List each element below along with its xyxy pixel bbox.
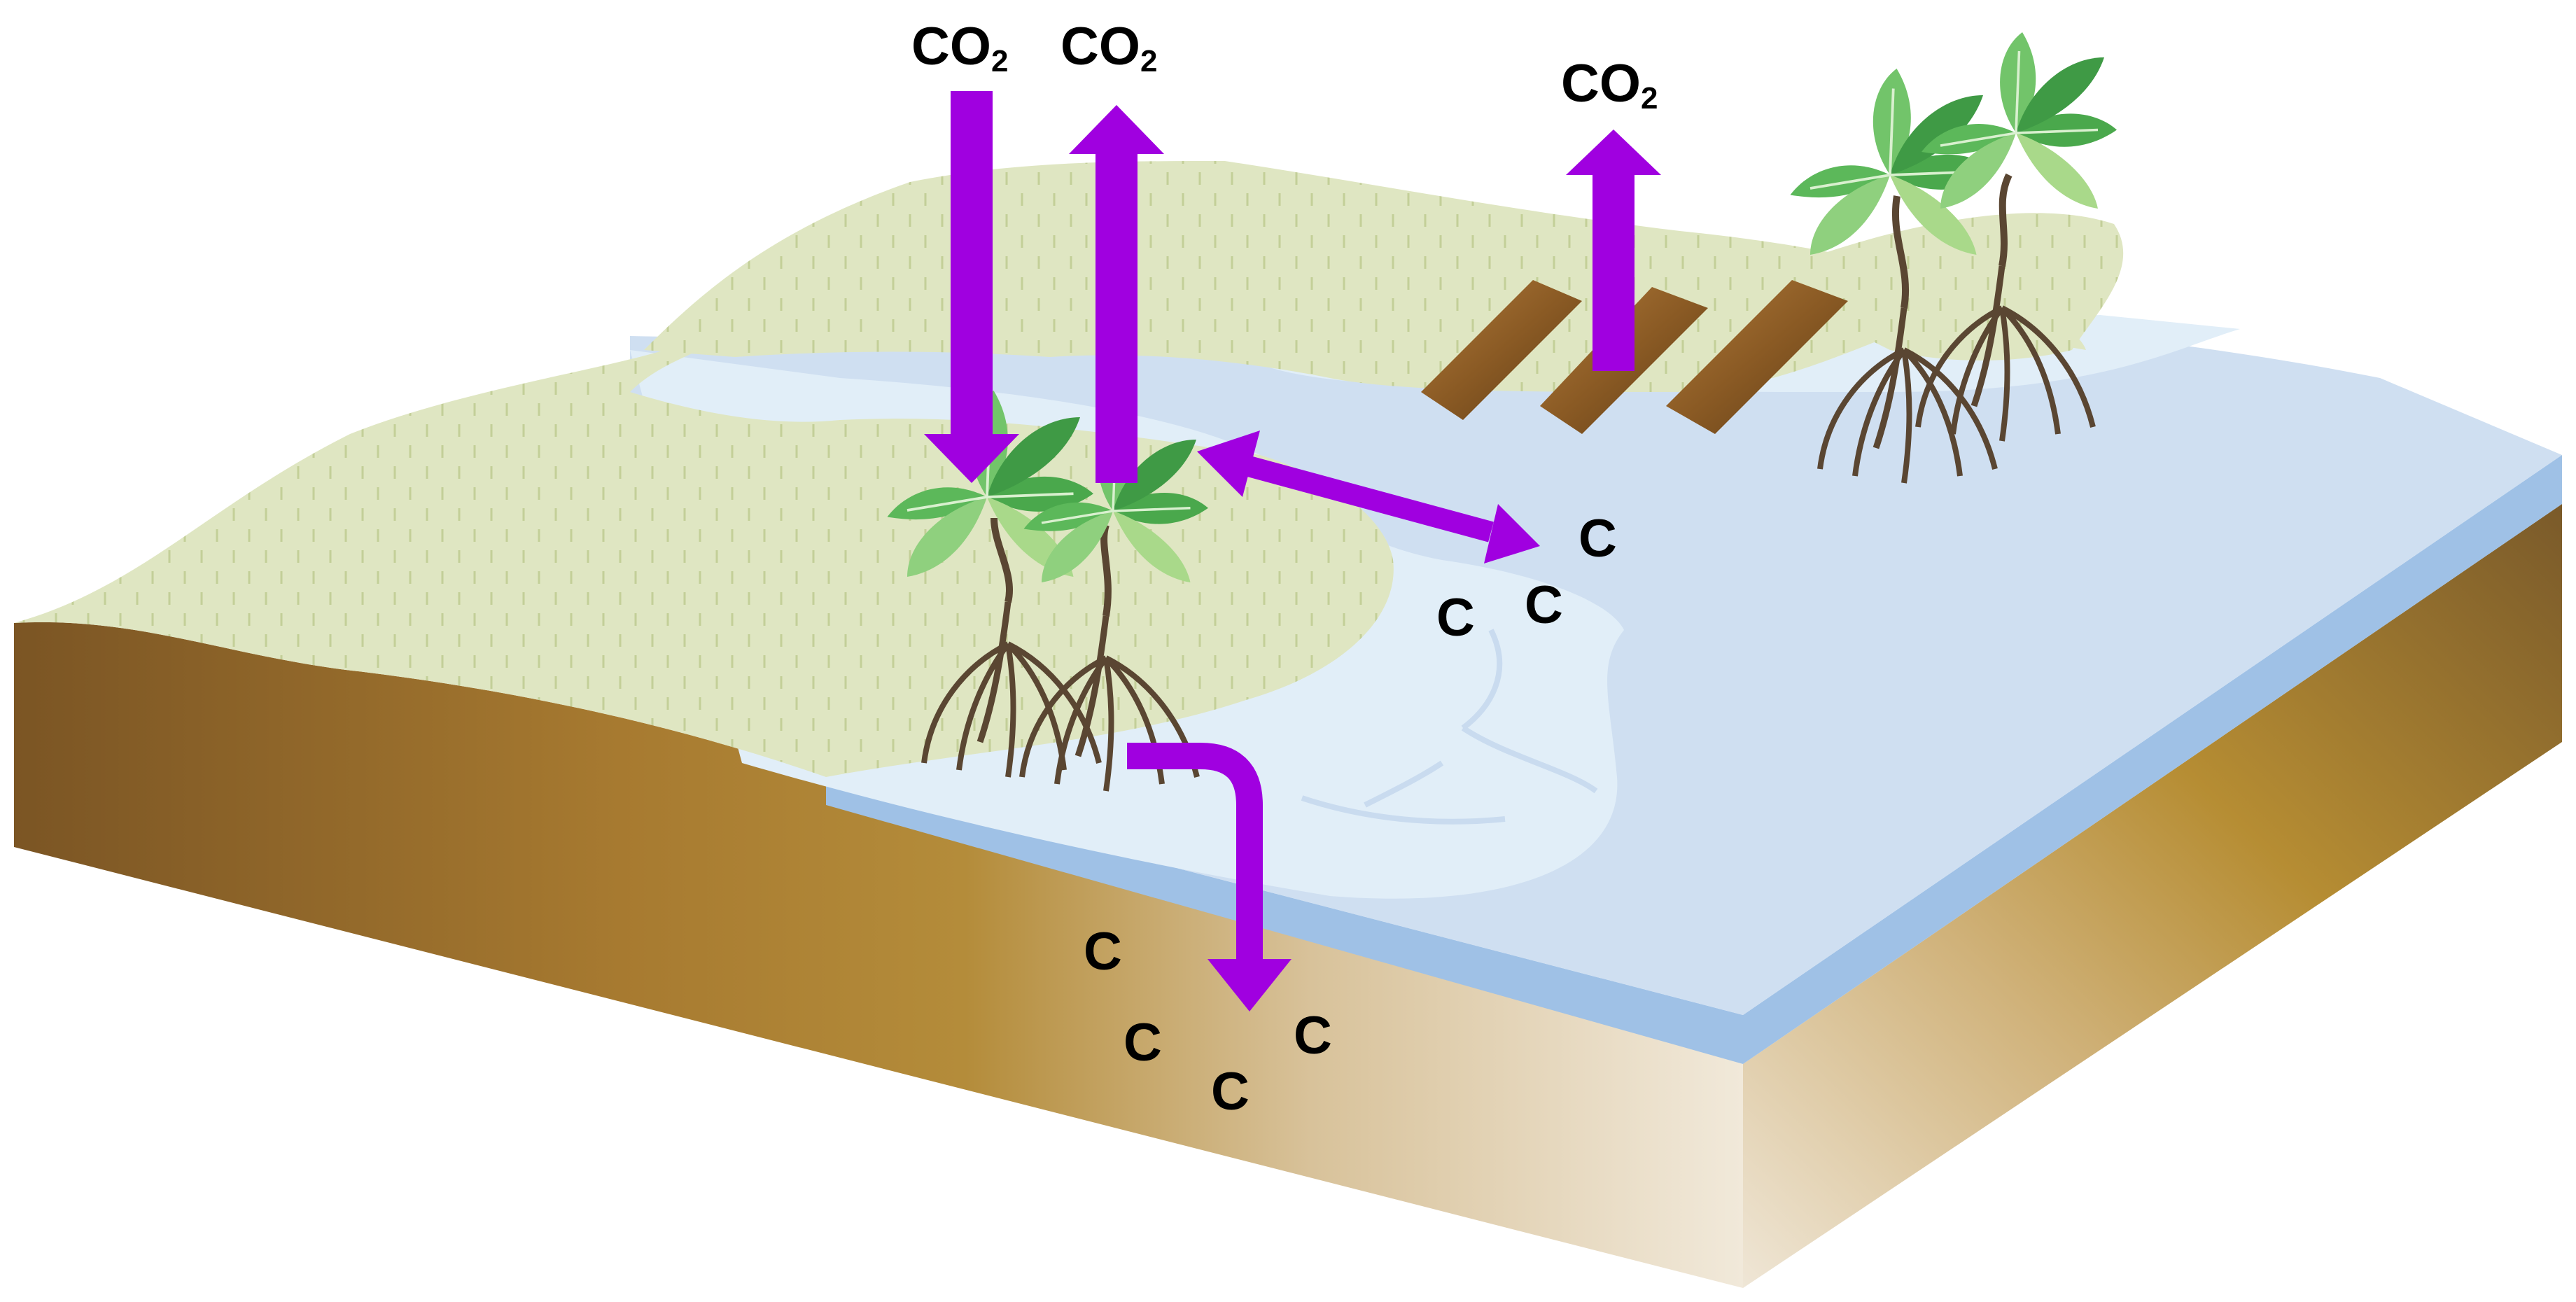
carbon-water-label: C: [1436, 588, 1475, 648]
mangrove-tree-icon: [1788, 31, 2118, 483]
carbon-water-label: C: [1525, 575, 1563, 635]
mangrove-tree-icon: [886, 389, 1210, 791]
soil-front-face: [14, 622, 1743, 1288]
co2-uptake-label: CO2: [911, 17, 1008, 78]
purple-arrow-icon: [924, 91, 1661, 1011]
carbon-soil-label: C: [1124, 1013, 1162, 1072]
carbon-soil-label: C: [1084, 922, 1122, 981]
carbon-soil-label: C: [1294, 1006, 1332, 1065]
co2-decay-label: CO2: [1561, 54, 1658, 115]
co2-release-label: CO2: [1060, 17, 1157, 78]
carbon-soil-label: C: [1211, 1062, 1250, 1121]
carbon-water-label: C: [1578, 509, 1617, 568]
coastal-land-upper: [644, 161, 2086, 392]
soil-side-face: [1743, 504, 2562, 1288]
